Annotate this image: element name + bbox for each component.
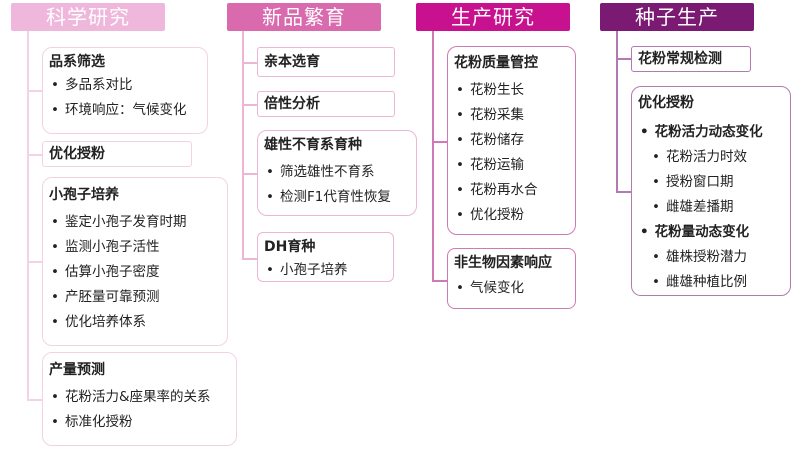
header-production-research: 生产研究 <box>416 3 570 31</box>
list-item: 雄株授粉潜力 <box>638 245 784 270</box>
list-item: 鉴定小孢子发育时期 <box>49 210 221 235</box>
box-title: 花粉质量管控 <box>454 55 538 71</box>
list-item: 检测F1代育性恢复 <box>264 185 410 210</box>
box-dh-breeding: DH育种 小孢子培养 <box>257 232 394 282</box>
list-item: 雌雄种植比例 <box>638 270 784 295</box>
list-item: 优化培养体系 <box>49 310 221 335</box>
box-parent-selection: 亲本选育 <box>257 47 395 77</box>
branch-line <box>242 258 257 260</box>
box-title: 亲本选育 <box>264 54 320 70</box>
header-seed-production: 种子生产 <box>600 3 754 31</box>
list-item: 气候变化 <box>454 276 569 301</box>
branch-line <box>242 173 257 175</box>
list-item: 花粉储存 <box>454 128 569 153</box>
header-scientific-research: 科学研究 <box>11 3 165 31</box>
list-item: 花粉活力动态变化 <box>638 120 784 145</box>
header-new-breeding: 新品繁育 <box>227 3 381 31</box>
box-title: 品系筛选 <box>49 54 105 70</box>
branch-line <box>616 58 631 60</box>
box-pollen-quality-control: 花粉质量管控 花粉生长 花粉采集 花粉储存 花粉运输 花粉再水合 优化授粉 <box>447 46 576 235</box>
branch-line <box>27 90 42 92</box>
box-ploidy-analysis: 倍性分析 <box>257 91 395 117</box>
trunk-line <box>616 31 618 192</box>
branch-line <box>27 261 42 263</box>
box-title: 倍性分析 <box>264 96 320 112</box>
list-item: 花粉采集 <box>454 103 569 128</box>
box-optimize-pollination: 优化授粉 <box>42 141 192 167</box>
branch-line <box>432 280 447 282</box>
box-male-sterile-breeding: 雄性不育系育种 筛选雄性不育系 检测F1代育性恢复 <box>257 130 417 216</box>
branch-line <box>27 154 42 156</box>
list-item: 花粉生长 <box>454 78 569 103</box>
list-item: 小孢子培养 <box>264 258 387 283</box>
box-title: 花粉常规检测 <box>638 51 722 67</box>
box-abiotic-response: 非生物因素响应 气候变化 <box>447 248 576 309</box>
branch-line <box>242 62 257 64</box>
box-title: 优化授粉 <box>49 146 105 162</box>
box-yield-prediction: 产量预测 花粉活力&座果率的关系 标准化授粉 <box>42 352 237 446</box>
branch-line <box>27 399 42 401</box>
list-item: 多品系对比 <box>49 73 201 98</box>
box-title: 雄性不育系育种 <box>264 137 362 153</box>
branch-line <box>242 104 257 106</box>
box-title: 小孢子培养 <box>49 187 119 203</box>
list-item: 监测小孢子活性 <box>49 235 221 260</box>
box-title: 优化授粉 <box>638 95 694 111</box>
trunk-line <box>242 31 244 259</box>
list-item: 花粉运输 <box>454 153 569 178</box>
branch-line <box>432 141 447 143</box>
box-title: 非生物因素响应 <box>454 255 552 271</box>
list-item: 花粉量动态变化 <box>638 220 784 245</box>
list-item: 产胚量可靠预测 <box>49 285 221 310</box>
box-microspore-culture: 小孢子培养 鉴定小孢子发育时期 监测小孢子活性 估算小孢子密度 产胚量可靠预测 … <box>42 177 228 346</box>
list-item: 优化授粉 <box>454 203 569 228</box>
list-item: 花粉活力时效 <box>638 145 784 170</box>
box-line-screening: 品系筛选 多品系对比 环境响应：气候变化 <box>42 47 208 134</box>
list-item: 筛选雄性不育系 <box>264 160 410 185</box>
list-item: 标准化授粉 <box>49 410 230 435</box>
branch-line <box>616 191 631 193</box>
box-title: DH育种 <box>264 239 316 255</box>
list-item: 授粉窗口期 <box>638 170 784 195</box>
list-item: 环境响应：气候变化 <box>49 98 201 123</box>
box-optimize-pollination-seed: 优化授粉 花粉活力动态变化 花粉活力时效 授粉窗口期 雌雄差播期 花粉量动态变化… <box>631 86 791 296</box>
trunk-line <box>432 31 434 281</box>
box-pollen-routine-testing: 花粉常规检测 <box>631 46 751 72</box>
list-item: 花粉活力&座果率的关系 <box>49 385 230 410</box>
box-title: 产量预测 <box>49 362 105 378</box>
list-item: 估算小孢子密度 <box>49 260 221 285</box>
list-item: 雌雄差播期 <box>638 195 784 220</box>
list-item: 花粉再水合 <box>454 178 569 203</box>
trunk-line <box>27 31 29 400</box>
